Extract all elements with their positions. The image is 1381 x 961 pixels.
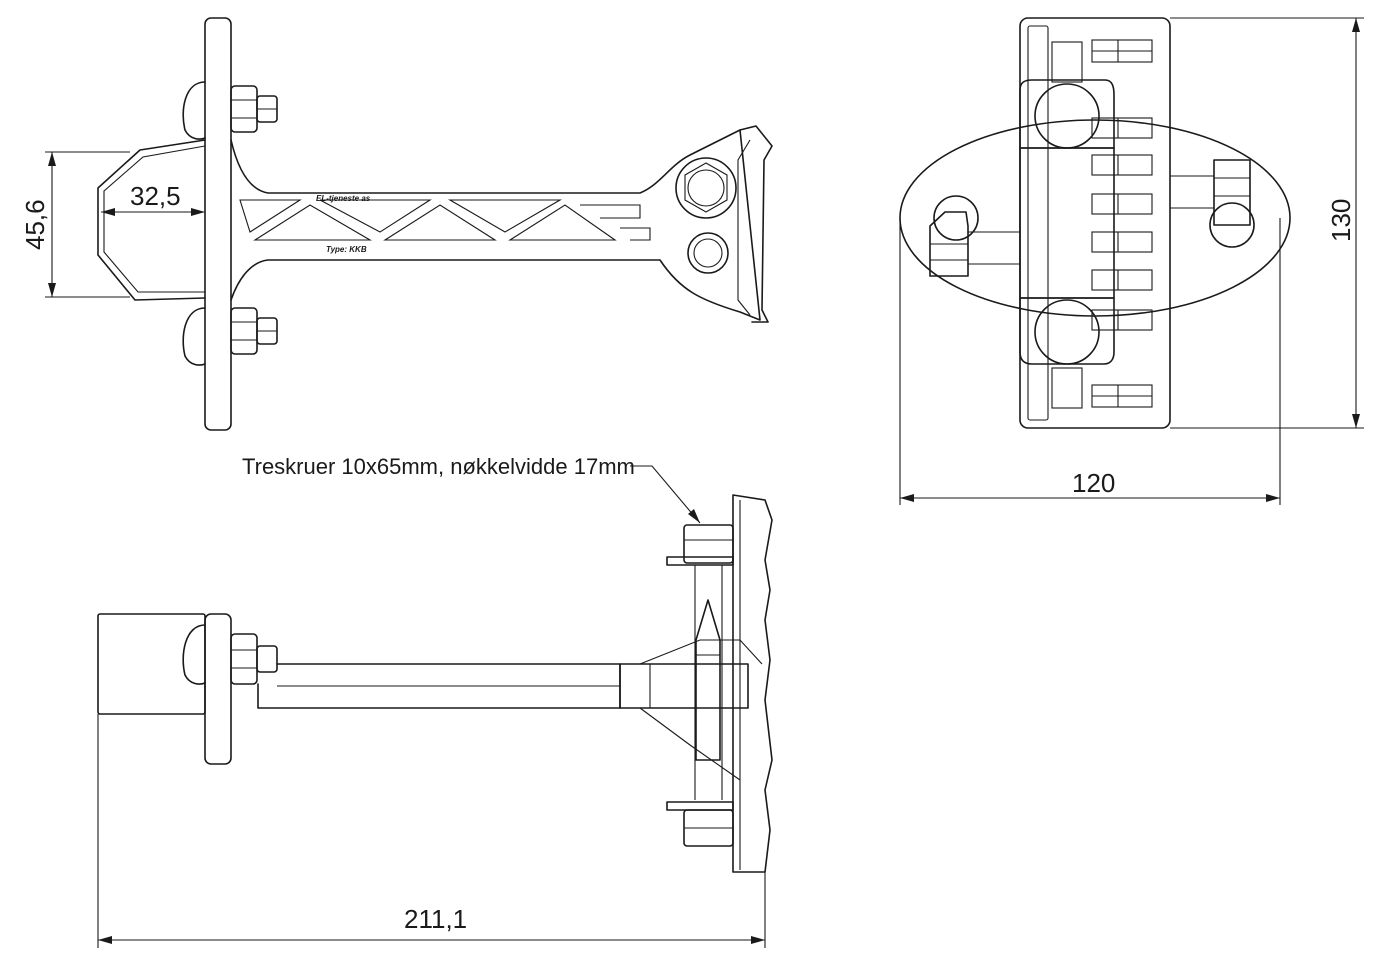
front-view: EL-tjeneste as Type: KKB	[97, 17, 773, 431]
side-spike	[695, 599, 721, 761]
dimension-clamp-height: 45,6	[20, 151, 130, 298]
plan-left-bolt	[929, 195, 1020, 277]
side-bolt-head	[182, 624, 206, 685]
side-view: Treskruer 10x65mm, nøkkelvidde 17mm	[97, 454, 773, 873]
side-clamp-block	[97, 613, 206, 715]
plan-upper-bolt-head	[1034, 83, 1100, 149]
arm-end-round-bolt	[687, 232, 729, 274]
dimension-total-length-label: 211,1	[404, 904, 467, 934]
arm-stamp-type: Type: KKB	[326, 245, 367, 254]
side-wood-screw-top	[666, 524, 734, 800]
upper-bolt-head	[182, 81, 206, 140]
lower-bolt-head	[182, 307, 206, 366]
lower-nut	[230, 307, 278, 355]
arm-end-hex-bolt	[675, 157, 737, 219]
dimension-plate-height-label: 130	[1326, 199, 1356, 242]
dimension-plate-width: 120	[899, 218, 1281, 505]
side-nut	[230, 633, 278, 685]
plan-right-bolt	[1170, 159, 1255, 248]
arm-end-clamp	[739, 125, 773, 323]
plan-clamp-block	[1019, 79, 1115, 149]
plan-slots	[1051, 39, 1153, 409]
arm-body	[230, 129, 761, 321]
dimension-plate-height: 130	[1170, 17, 1364, 429]
dimension-clamp-height-label: 45,6	[20, 199, 50, 250]
plan-view	[899, 17, 1291, 429]
dimension-plate-width-label: 120	[1072, 468, 1115, 498]
plan-lower-bolt-head	[1034, 299, 1100, 365]
note-leader	[630, 465, 701, 524]
side-wall-plate	[204, 613, 232, 765]
dimension-clamp-depth: 32,5	[101, 181, 205, 216]
dimension-total-length: 211,1	[97, 714, 766, 948]
dimension-clamp-depth-label: 32,5	[130, 181, 181, 211]
upper-nut	[230, 85, 278, 133]
arm-truss	[239, 199, 651, 241]
wood-screw-note: Treskruer 10x65mm, nøkkelvidde 17mm	[242, 454, 635, 479]
plan-oval-base	[899, 119, 1291, 317]
side-end-plate	[732, 494, 773, 873]
side-wood-screw-bottom	[666, 801, 734, 847]
clamp-bracket	[97, 139, 206, 301]
arm-stamp-maker: EL-tjeneste as	[316, 194, 371, 203]
front-wall-plate	[204, 17, 232, 431]
